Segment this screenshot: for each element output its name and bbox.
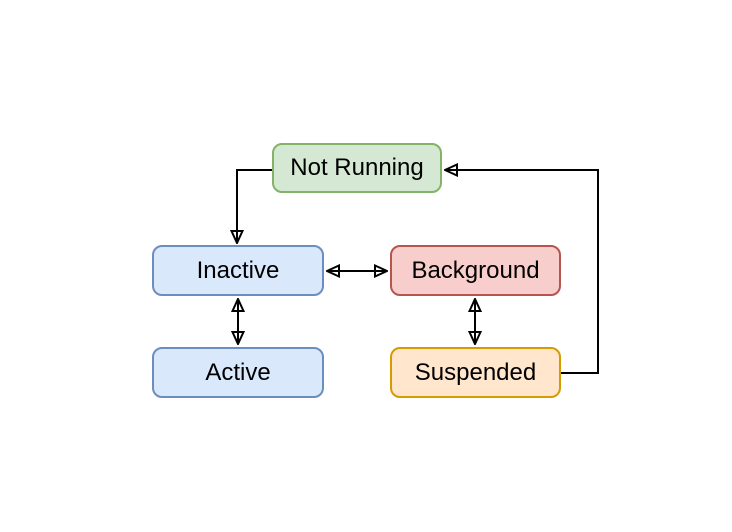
state-label-suspended: Suspended xyxy=(414,358,537,386)
state-node-inactive: Inactive xyxy=(152,245,324,296)
state-label-background: Background xyxy=(411,256,540,284)
state-label-not-running: Not Running xyxy=(290,154,424,181)
edge-not-running-to-inactive xyxy=(237,169,272,243)
state-label-active: Active xyxy=(205,358,271,386)
state-node-not-running: Not Running xyxy=(272,143,442,193)
state-label-inactive: Inactive xyxy=(196,256,280,284)
state-node-active: Active xyxy=(152,347,324,398)
state-node-background: Background xyxy=(390,245,561,296)
edge-suspended-to-not-running xyxy=(445,170,599,374)
state-node-suspended: Suspended xyxy=(390,347,561,398)
